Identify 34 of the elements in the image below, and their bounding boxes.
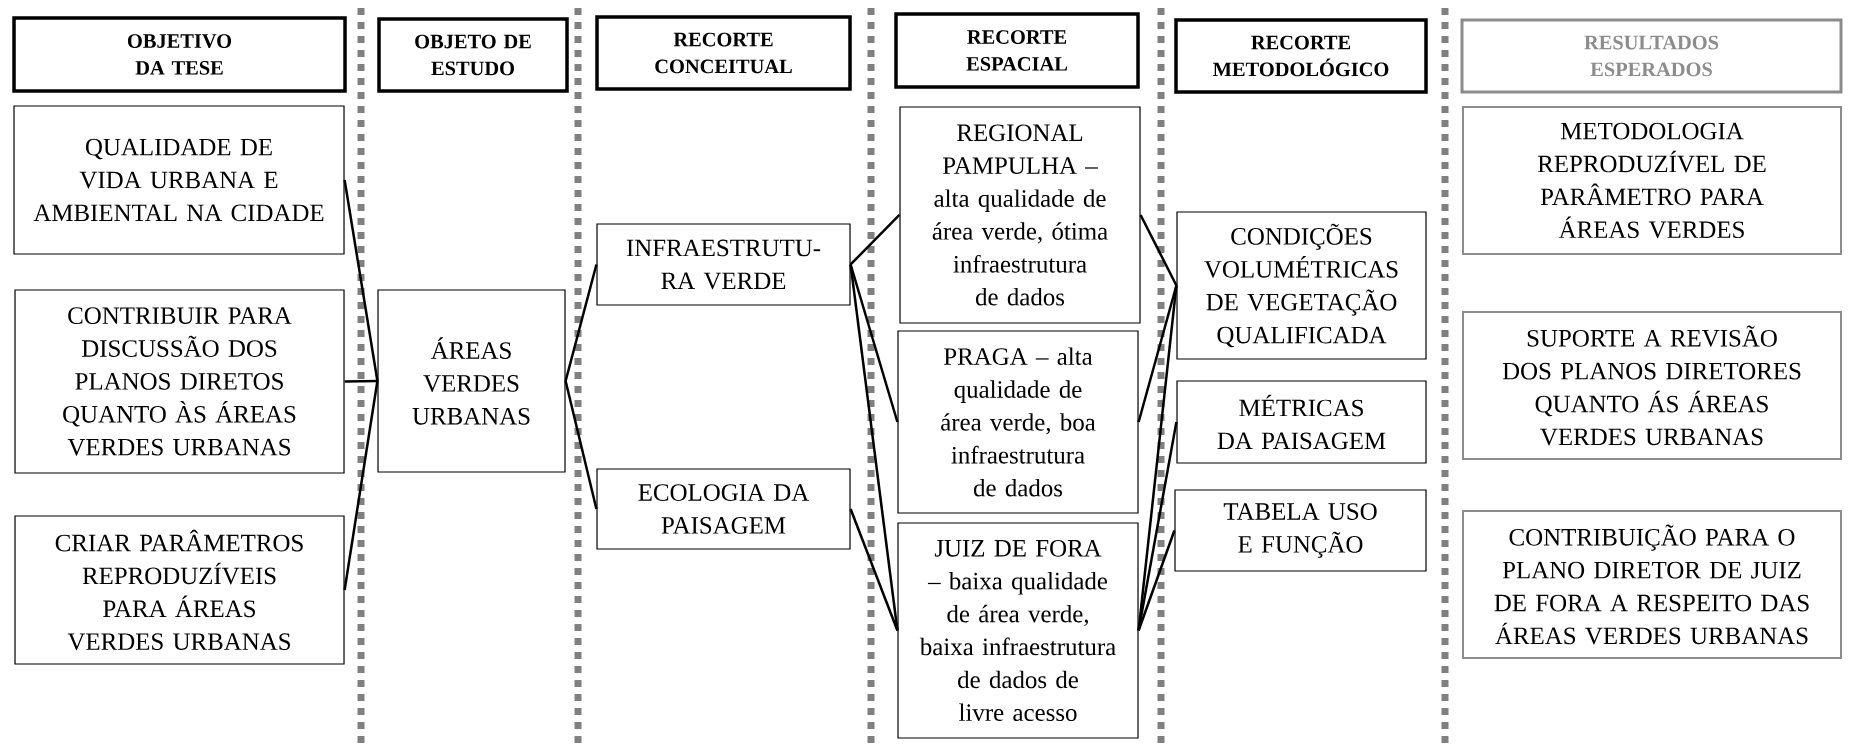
text-box: JUIZ DE FORA – baixa qualidade de área verde, baixa infraestrutura de dados de livre acesso [897,522,1139,739]
column-header: OBJETIVO DA TESE [12,16,347,93]
column-header: OBJETO DE ESTUDO [377,17,569,93]
text-box: INFRAESTRUTU-RA VERDE [596,223,851,306]
column-header: RECORTE CONCEITUAL [595,15,852,91]
text-box: TABELA USO E FUNÇÃO [1174,489,1427,572]
text-box: REGIONAL PAMPULHA – alta qualidade de área verde, ótima infraestrutura de dados [899,106,1141,324]
connector-line [849,214,901,266]
text-box: CONDIÇÕES VOLUMÉTRICAS DE VEGETAÇÃO QUALIFICADA [1176,211,1427,360]
text-box: MÉTRICAS DA PAISAGEM [1176,380,1427,464]
connector-line [1139,214,1178,287]
connector-line [849,508,899,631]
text-box: SUPORTE A REVISÃO DOS PLANOS DIRETORES QUANTO ÁS ÁREAS VERDES URBANAS [1462,311,1842,460]
text-box: QUALIDADE DE VIDA URBANA E AMBIENTAL NA CIDADE [13,105,345,255]
connector-line [343,380,379,591]
connector-line [849,264,899,423]
text-box: CONTRIBUIR PARA DISCUSSÃO DOS PLANOS DIRETOS QUANTO ÀS ÁREAS VERDES URBANAS [14,289,345,474]
connector-line [564,380,598,510]
connector-line [1137,285,1178,423]
text-box: ECOLOGIA DA PAISAGEM [596,468,851,550]
text-box: METODOLOGIA REPRODUZÍVEL DE PARÂMETRO PARA ÁREAS VERDES [1462,106,1842,255]
connector-line [1137,285,1178,631]
text-box: ÁREAS VERDES URBANAS [377,289,566,473]
text-box: CRIAR PARÂMETROS REPRODUZÍVEIS PARA ÁREAS VERDES URBANAS [14,515,345,665]
column-header: RESULTADOS ESPERADOS [1460,18,1843,94]
connector-line [564,264,598,382]
text-box: CONTRIBUIÇÃO PARA O PLANO DIRETOR DE JUIZ DE FORA A RESPEITO DAS ÁREAS VERDES URBANAS [1462,510,1842,659]
connector-line [344,379,378,383]
connector-line [343,179,379,382]
column-header: RECORTE METODOLÓGICO [1174,18,1428,94]
connector-line [849,264,899,631]
text-box: PRAGA – alta qualidade de área verde, boa infraestrutura de dados [897,330,1139,514]
connector-line [1137,530,1176,631]
column-header: RECORTE ESPACIAL [894,12,1140,89]
